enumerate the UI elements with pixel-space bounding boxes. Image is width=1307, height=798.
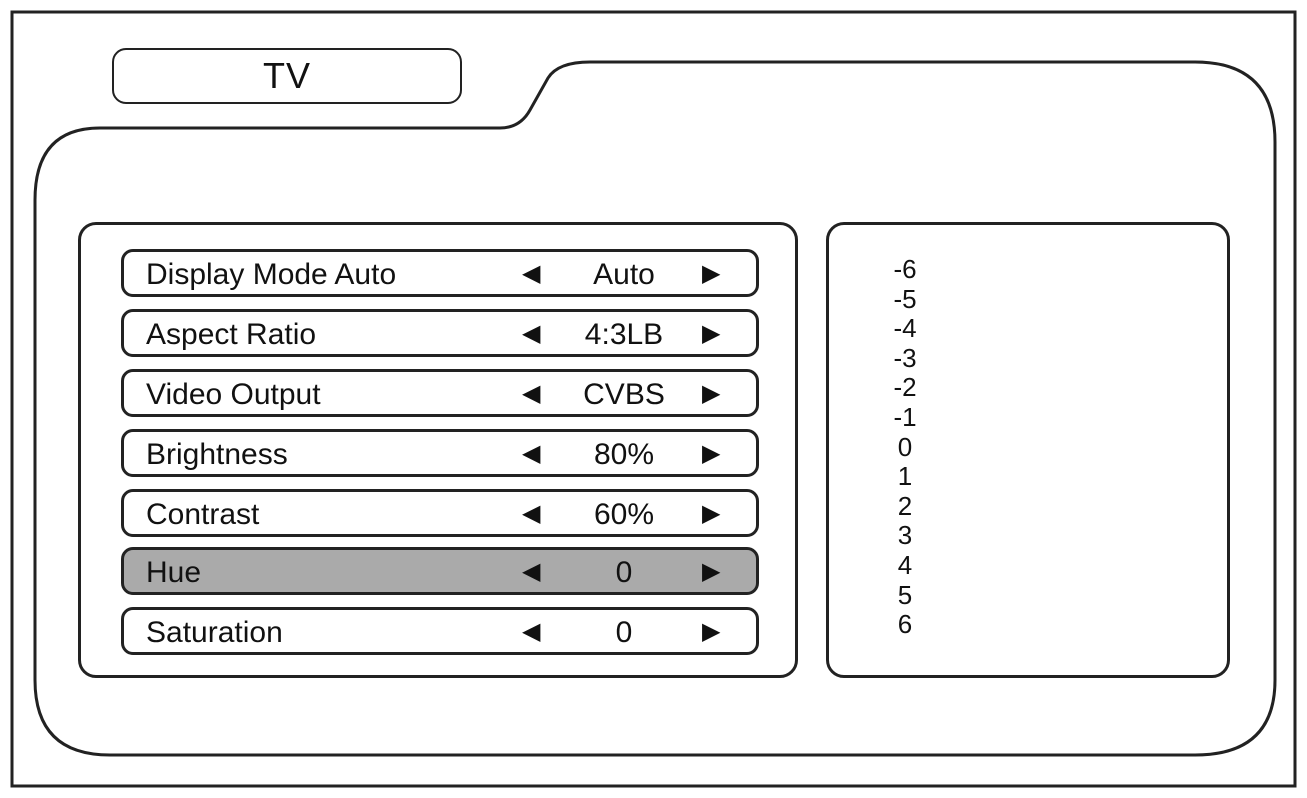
setting-row-video-output[interactable]: Video Output ◀ CVBS ▶: [121, 369, 759, 417]
right-arrow-icon[interactable]: ▶: [702, 260, 721, 287]
value-scale-list: -6 -5 -4 -3 -2 -1 0 1 2 3 4 5 6: [885, 254, 925, 640]
scale-option[interactable]: 2: [897, 490, 913, 521]
setting-row-display-mode[interactable]: Display Mode Auto ◀ Auto ▶: [121, 249, 759, 297]
setting-label: Hue: [146, 556, 202, 589]
left-arrow-icon[interactable]: ◀: [522, 618, 541, 645]
scale-option[interactable]: -4: [893, 313, 917, 344]
scale-option[interactable]: -5: [893, 283, 917, 314]
right-arrow-icon[interactable]: ▶: [702, 440, 721, 467]
right-arrow-icon[interactable]: ▶: [702, 558, 721, 585]
tab-title: TV: [262, 55, 311, 96]
left-arrow-icon[interactable]: ◀: [522, 380, 541, 407]
scale-option[interactable]: -3: [893, 342, 917, 373]
value-options-panel: -6 -5 -4 -3 -2 -1 0 1 2 3 4 5 6: [826, 222, 1230, 678]
setting-label: Aspect Ratio: [146, 318, 317, 351]
setting-row-contrast[interactable]: Contrast ◀ 60% ▶: [121, 489, 759, 537]
setting-row-brightness[interactable]: Brightness ◀ 80% ▶: [121, 429, 759, 477]
left-arrow-icon[interactable]: ◀: [522, 260, 541, 287]
setting-label: Saturation: [146, 616, 283, 649]
right-arrow-icon[interactable]: ▶: [702, 500, 721, 527]
scale-option[interactable]: -1: [893, 401, 917, 432]
setting-value: 80%: [593, 438, 655, 471]
scale-option[interactable]: 4: [897, 549, 913, 580]
setting-row-aspect-ratio[interactable]: Aspect Ratio ◀ 4:3LB ▶: [121, 309, 759, 357]
left-arrow-icon[interactable]: ◀: [522, 440, 541, 467]
setting-value: CVBS: [583, 378, 665, 411]
right-arrow-icon[interactable]: ▶: [702, 320, 721, 347]
setting-value: 60%: [593, 498, 655, 531]
scale-option[interactable]: 1: [897, 461, 913, 492]
scale-option[interactable]: 6: [897, 609, 913, 640]
right-arrow-icon[interactable]: ▶: [702, 380, 721, 407]
settings-panel: Display Mode Auto ◀ Auto ▶ Aspect Ratio …: [78, 222, 798, 678]
scale-option[interactable]: 5: [897, 579, 913, 610]
tv-tab[interactable]: TV: [112, 48, 462, 104]
scale-option[interactable]: 3: [897, 520, 913, 551]
scale-option[interactable]: -2: [893, 372, 917, 403]
setting-row-hue[interactable]: Hue ◀ 0 ▶: [121, 547, 759, 595]
left-arrow-icon[interactable]: ◀: [522, 558, 541, 585]
left-arrow-icon[interactable]: ◀: [522, 500, 541, 527]
setting-value: Auto: [593, 258, 655, 291]
setting-label: Contrast: [146, 498, 260, 531]
setting-value: 0: [615, 616, 633, 649]
setting-label: Video Output: [146, 378, 321, 411]
setting-label: Display Mode Auto: [146, 258, 397, 291]
setting-value: 4:3LB: [584, 318, 664, 351]
right-arrow-icon[interactable]: ▶: [702, 618, 721, 645]
left-arrow-icon[interactable]: ◀: [522, 320, 541, 347]
setting-label: Brightness: [146, 438, 288, 471]
setting-row-saturation[interactable]: Saturation ◀ 0 ▶: [121, 607, 759, 655]
scale-option[interactable]: -6: [893, 254, 917, 284]
scale-option[interactable]: 0: [897, 431, 913, 462]
setting-value: 0: [615, 556, 633, 589]
